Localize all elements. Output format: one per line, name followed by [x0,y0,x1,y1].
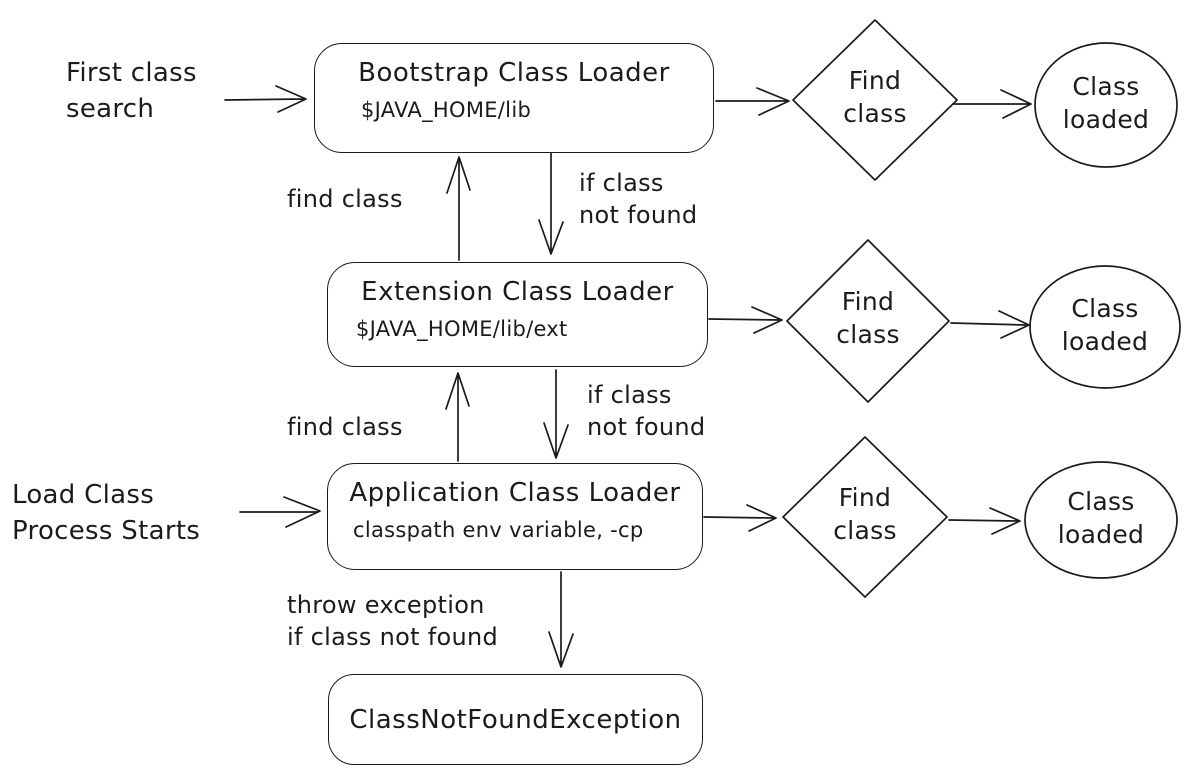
first-class-search-label: First class search [66,58,197,124]
arrow-bootstrap-to-extension-not-found [538,152,564,255]
arrow-application-to-extension-find-class [445,372,470,462]
arrow-load-class-to-application [239,496,321,528]
class-not-found-exception-node: ClassNotFoundException [328,674,703,765]
arrow-first-search-to-bootstrap [224,85,307,113]
bootstrap-class-loader-node: Bootstrap Class Loader $JAVA_HOME/lib [314,43,714,153]
arrow-extension-to-bootstrap-find-class [446,156,471,261]
find-class-annotation-bottom: find class [287,413,403,441]
find-class-annotation-top: find class [287,185,403,213]
application-loader-path: classpath env variable, -cp [353,518,644,542]
arrow-find-class-3-to-loaded-3 [948,507,1021,535]
class-loaded-ellipse-3 [1024,461,1178,579]
if-class-not-found-annotation-top: if class not found [579,169,698,229]
extension-loader-title: Extension Class Loader [361,277,674,307]
bootstrap-loader-path: $JAVA_HOME/lib [361,98,532,122]
application-class-loader-node: Application Class Loader classpath env v… [327,463,703,570]
bootstrap-loader-title: Bootstrap Class Loader [358,58,670,88]
throw-exception-annotation: throw exception if class not found [287,591,499,651]
find-class-decision-label-1: Find class [843,66,907,128]
arrow-extension-to-find-class-2 [708,306,783,334]
load-class-process-starts-label: Load Class Process Starts [12,480,201,546]
class-loaded-terminal-label-3: Class loaded [1057,487,1145,549]
find-class-diamond-1 [792,19,958,181]
find-class-diamond-2 [786,239,950,403]
find-class-decision-label-2: Find class [836,287,900,349]
class-loaded-ellipse-2 [1029,265,1181,389]
extension-class-loader-node: Extension Class Loader $JAVA_HOME/lib/ex… [327,262,708,367]
application-loader-title: Application Class Loader [349,478,681,508]
class-loaded-terminal-label-1: Class loaded [1062,72,1150,134]
exception-title: ClassNotFoundException [349,704,682,735]
arrow-application-to-exception [548,571,574,668]
arrow-find-class-1-to-loaded-1 [953,89,1032,119]
if-class-not-found-annotation-bottom: if class not found [587,381,706,441]
class-loaded-ellipse-1 [1034,42,1178,168]
find-class-diamond-3 [782,436,948,598]
arrow-bootstrap-to-find-class-1 [715,87,790,116]
arrow-application-to-find-class-3 [703,504,777,532]
find-class-decision-label-3: Find class [833,483,897,545]
arrow-extension-to-application-not-found [543,369,569,459]
extension-loader-path: $JAVA_HOME/lib/ext [356,317,568,341]
arrow-find-class-2-to-loaded-2 [950,310,1030,339]
class-loaded-terminal-label-2: Class loaded [1061,294,1149,356]
